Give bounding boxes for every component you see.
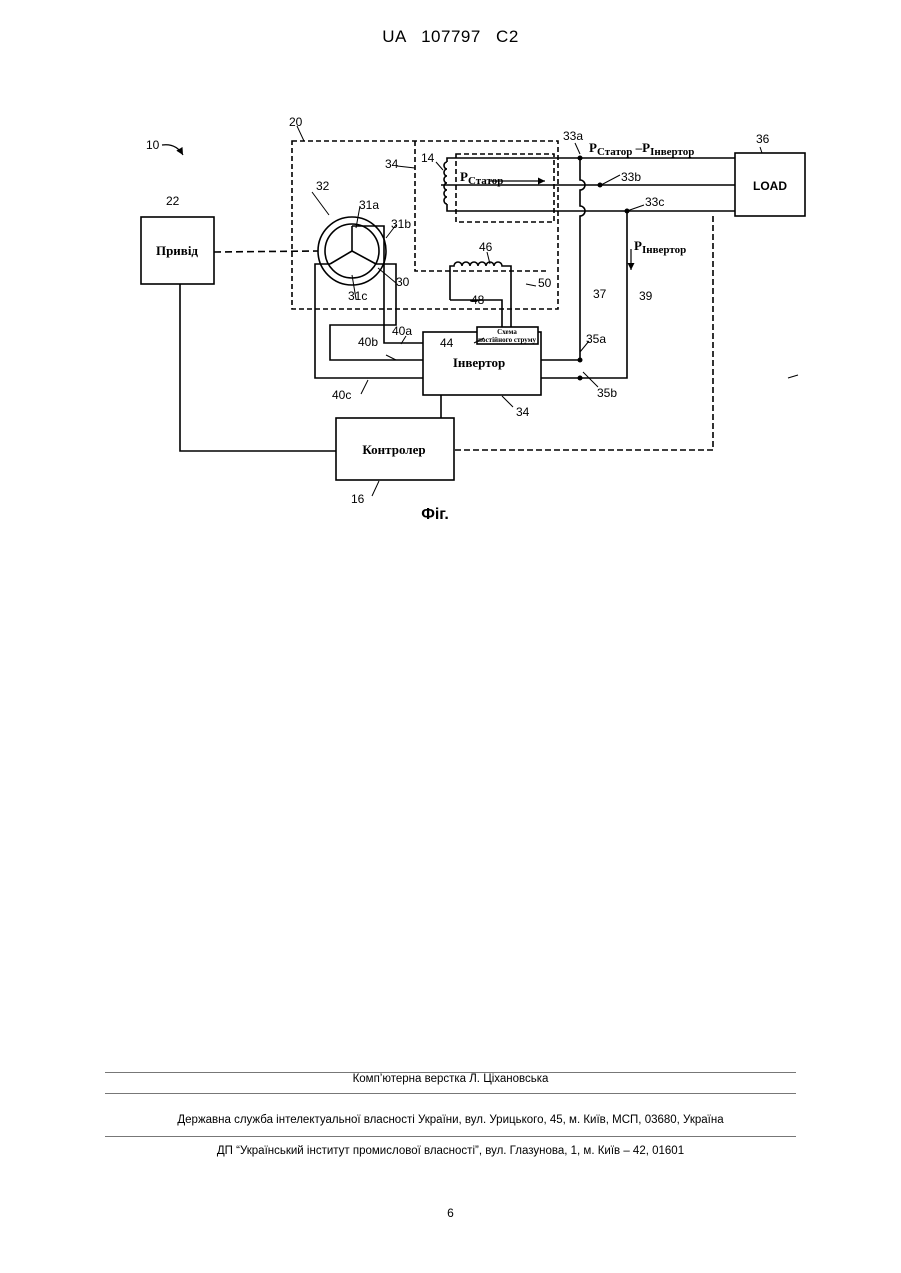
ref-10-arrow [162,145,183,155]
junction-33b [598,183,603,188]
ref-31c: 31c [348,289,367,303]
institute-address: ДП “Український інститут промислової вла… [105,1145,796,1157]
ref-31a: 31a [359,198,379,212]
ref-40a: 40a [392,324,412,338]
ref-30: 30 [396,275,410,289]
ref-33c: 33c [645,195,664,209]
ref-33b: 33b [621,170,641,184]
ref-16: 16 [351,492,365,506]
ref-46: 46 [479,240,493,254]
ref-20: 20 [289,115,303,129]
bus-line-c [447,204,735,211]
bus-line-a [447,158,735,162]
ref-14: 14 [421,151,435,165]
dc-circuit-label-2: постійного струму [478,336,536,344]
ref-36: 36 [756,132,770,146]
dc-circuit-label-1: Схема [497,328,517,336]
ref-35a: 35a [586,332,606,346]
ref-48: 48 [471,293,485,307]
figure-caption: Фіг. [400,506,470,524]
ref-37: 37 [593,287,607,301]
ref-34-top: 34 [385,157,399,171]
ref-50: 50 [538,276,552,290]
circuit-diagram-figure: Привід Інвертор Контролер LOAD Схема пос… [0,0,901,560]
inverter-power-label: PІнвертор [634,238,686,256]
ref-35b: 35b [597,386,617,400]
typesetting-credit: Комп’ютерна верстка Л. Ціхановська [105,1073,796,1085]
generator-dashed-boundary [292,141,558,309]
junction-33c [625,209,630,214]
junction-35a [578,358,583,363]
ref-22: 22 [166,194,180,208]
rotor-winding-b [352,251,376,264]
page-number: 6 [0,1206,901,1220]
ref-44: 44 [440,336,454,350]
ref-40b: 40b [358,335,378,349]
ref-10: 10 [146,138,160,152]
margin-mark [788,375,798,378]
line-37 [541,158,585,360]
ref-39: 39 [639,289,653,303]
stator-coil [444,162,447,204]
junction-33a [578,156,583,161]
load-label: LOAD [753,179,787,193]
ref-31b: 31b [391,217,411,231]
footer-divider-bottom [105,1136,796,1137]
controller-label: Контролер [362,442,425,457]
drive-label: Привід [156,243,198,258]
ref-40c: 40c [332,388,351,402]
ref-33a: 33a [563,129,583,143]
footer-divider-middle [105,1093,796,1094]
stator-minus-inverter-power-label: PСтатор –PІнвертор [589,140,694,158]
agency-address: Державна служба інтелектуальної власност… [105,1114,796,1126]
drive-shaft-link [214,251,318,252]
rotor-winding-c [330,251,352,264]
junction-35b [578,376,583,381]
ref-34-bottom: 34 [516,405,530,419]
line-39 [541,211,627,378]
ref-32: 32 [316,179,330,193]
inverter-label: Інвертор [453,355,505,370]
drive-controller-link [180,284,336,451]
